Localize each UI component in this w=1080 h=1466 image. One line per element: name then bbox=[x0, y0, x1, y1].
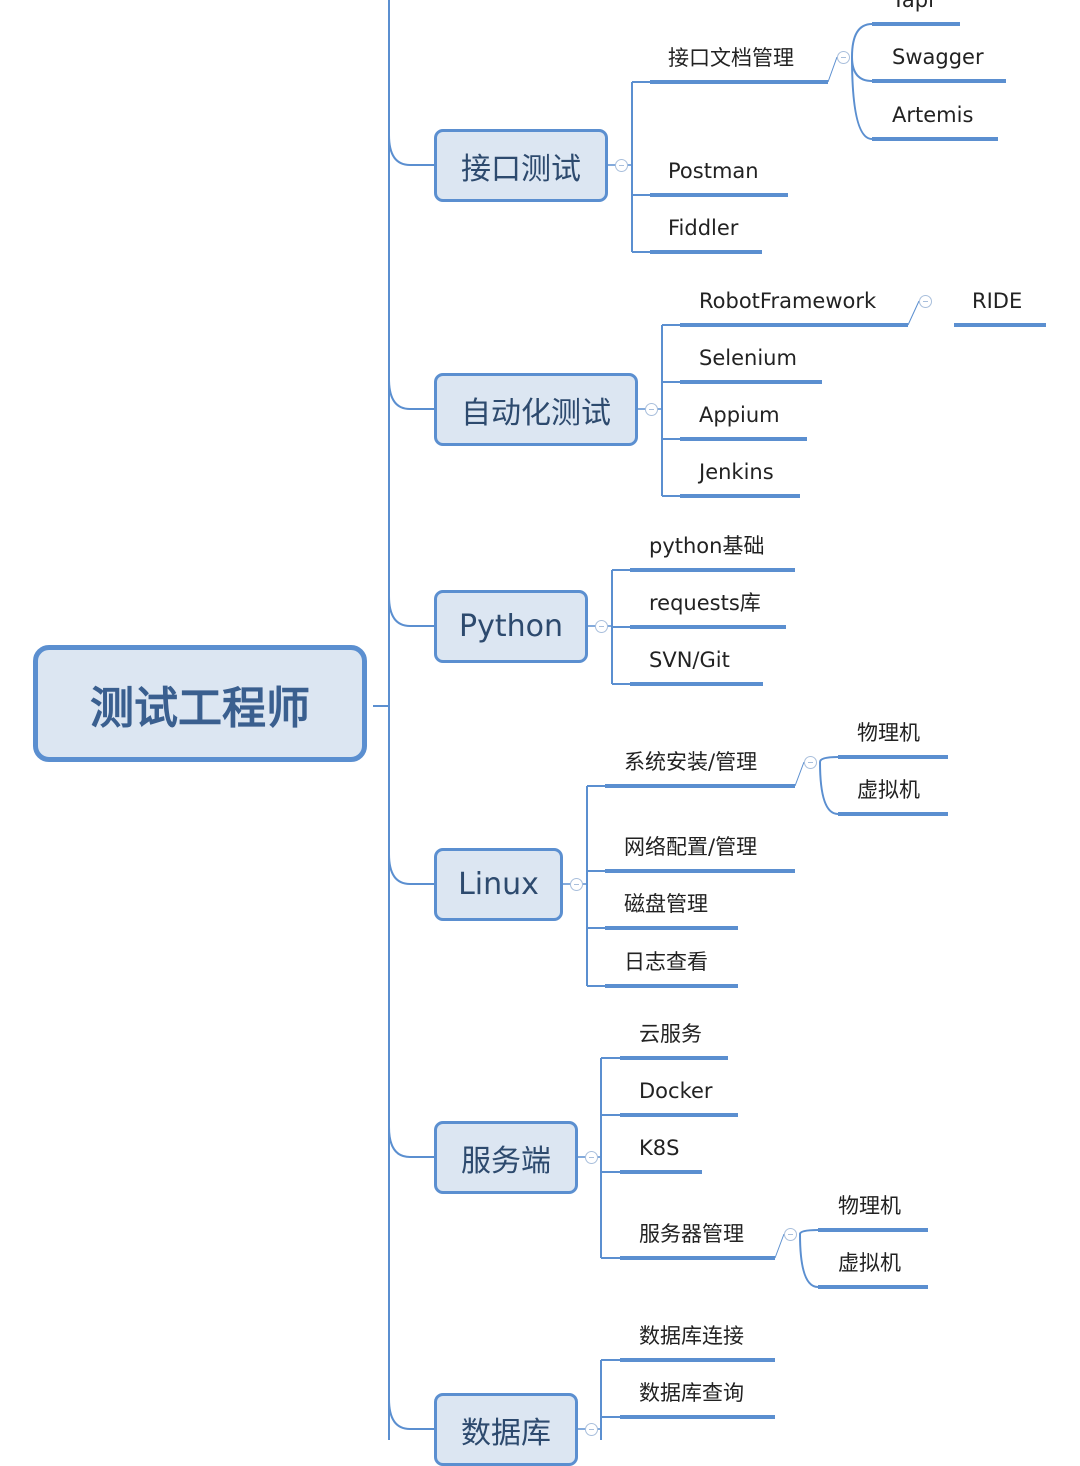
leaf-node[interactable]: 物理机 bbox=[838, 1194, 901, 1218]
leaf-node[interactable]: 物理机 bbox=[857, 721, 920, 745]
leaf-node[interactable]: Yapi bbox=[892, 0, 934, 12]
collapse-toggle-icon[interactable] bbox=[804, 756, 817, 769]
leaf-node[interactable]: 日志查看 bbox=[624, 950, 708, 974]
leaf-node[interactable]: Swagger bbox=[892, 45, 984, 69]
sub-bracket bbox=[819, 756, 839, 763]
sub-bracket bbox=[819, 761, 839, 815]
toggle-stub bbox=[794, 761, 805, 787]
branch-connector bbox=[388, 853, 434, 885]
collapse-toggle-icon[interactable] bbox=[784, 1228, 797, 1241]
leaf-node[interactable]: 虚拟机 bbox=[857, 778, 920, 802]
branch-node[interactable]: Python bbox=[434, 590, 588, 663]
leaf-node[interactable]: Fiddler bbox=[668, 216, 739, 240]
leaf-node[interactable]: 数据库连接 bbox=[639, 1324, 744, 1348]
collapse-toggle-icon[interactable] bbox=[837, 51, 850, 64]
collapse-toggle-icon[interactable] bbox=[615, 159, 628, 172]
leaf-node[interactable]: 数据库查询 bbox=[639, 1381, 744, 1405]
leaf-node[interactable]: 接口文档管理 bbox=[668, 46, 794, 70]
leaf-node[interactable]: python基础 bbox=[649, 534, 765, 558]
leaf-node[interactable]: SVN/Git bbox=[649, 648, 730, 672]
toggle-stub bbox=[907, 300, 920, 326]
branch-connector bbox=[388, 1398, 434, 1430]
leaf-node[interactable]: K8S bbox=[639, 1136, 680, 1160]
leaf-node[interactable]: 服务器管理 bbox=[639, 1222, 744, 1246]
collapse-toggle-icon[interactable] bbox=[645, 403, 658, 416]
collapse-toggle-icon[interactable] bbox=[585, 1423, 598, 1436]
branch-node[interactable]: 服务端 bbox=[434, 1121, 578, 1194]
sub-bracket bbox=[851, 56, 873, 140]
toggle-stub bbox=[827, 56, 838, 83]
branch-connector bbox=[388, 1126, 434, 1158]
branch-connector bbox=[388, 595, 434, 627]
collapse-toggle-icon[interactable] bbox=[585, 1151, 598, 1164]
branch-connector bbox=[388, 378, 434, 410]
branch-node[interactable]: 自动化测试 bbox=[434, 373, 638, 446]
leaf-node[interactable]: 虚拟机 bbox=[838, 1251, 901, 1275]
collapse-toggle-icon[interactable] bbox=[919, 295, 932, 308]
branch-node[interactable]: 数据库 bbox=[434, 1393, 578, 1466]
sub-bracket bbox=[851, 56, 873, 82]
branch-node[interactable]: 接口测试 bbox=[434, 129, 608, 202]
leaf-node[interactable]: 磁盘管理 bbox=[624, 892, 708, 916]
leaf-node[interactable]: RIDE bbox=[972, 289, 1023, 313]
root-node[interactable]: 测试工程师 bbox=[33, 645, 367, 762]
sub-bracket bbox=[851, 23, 873, 58]
toggle-stub bbox=[774, 1233, 785, 1259]
branch-connector bbox=[388, 134, 434, 166]
collapse-toggle-icon[interactable] bbox=[595, 620, 608, 633]
leaf-node[interactable]: 网络配置/管理 bbox=[624, 835, 758, 859]
leaf-node[interactable]: Postman bbox=[668, 159, 759, 183]
branch-node[interactable]: Linux bbox=[434, 848, 563, 921]
leaf-node[interactable]: Docker bbox=[639, 1079, 713, 1103]
leaf-node[interactable]: RobotFramework bbox=[699, 289, 877, 313]
leaf-node[interactable]: Selenium bbox=[699, 346, 797, 370]
leaf-node[interactable]: Artemis bbox=[892, 103, 974, 127]
sub-bracket bbox=[799, 1233, 819, 1288]
sub-bracket bbox=[799, 1229, 819, 1235]
leaf-node[interactable]: requests库 bbox=[649, 591, 761, 615]
leaf-node[interactable]: Appium bbox=[699, 403, 780, 427]
leaf-node[interactable]: 云服务 bbox=[639, 1022, 702, 1046]
collapse-toggle-icon[interactable] bbox=[570, 878, 583, 891]
leaf-node[interactable]: 系统安装/管理 bbox=[624, 750, 758, 774]
leaf-node[interactable]: Jenkins bbox=[699, 460, 774, 484]
